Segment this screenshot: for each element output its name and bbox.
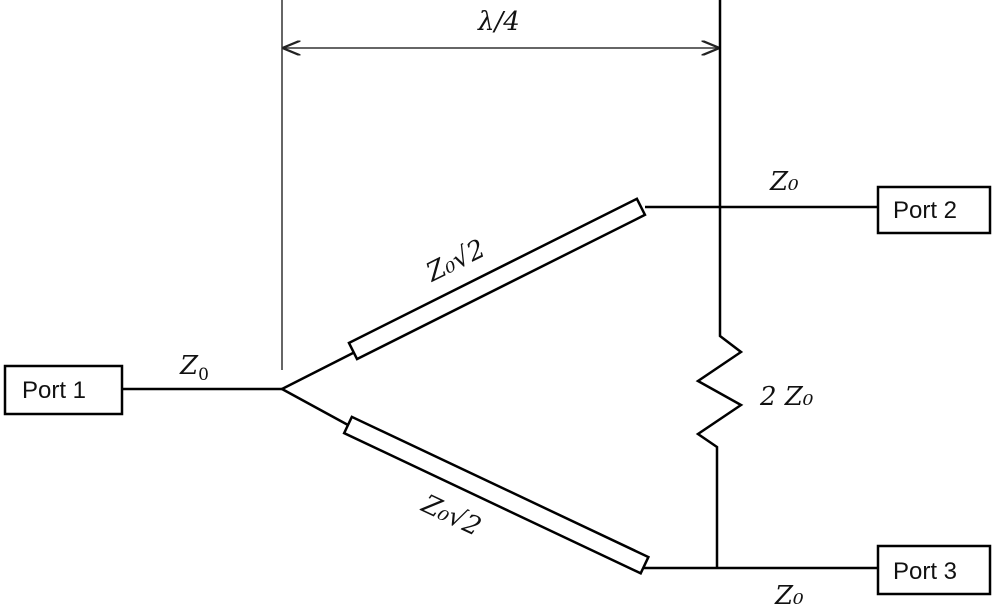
port-3-box: [876, 544, 992, 596]
lower-quarter-wave-line: [342, 415, 651, 575]
input-z0-label: Z0: [179, 351, 209, 385]
lower-stub: [281, 387, 349, 427]
port-2-box: [876, 185, 992, 235]
port-3-label: Port 3: [893, 558, 957, 585]
isolation-resistor: [695, 0, 744, 568]
port-2-z0-label: Z₀: [769, 167, 799, 197]
wavelength-label: λ/4: [477, 7, 520, 37]
resistor-label: 2 Z₀: [759, 382, 814, 412]
port-1-label: Port 1: [22, 377, 86, 404]
lower-branch-label: Z₀√2: [416, 489, 485, 543]
port-2-label: Port 2: [893, 197, 957, 224]
upper-quarter-wave-line: [347, 197, 647, 361]
upper-stub: [281, 351, 354, 391]
port-3-z0-label: Z₀: [774, 581, 804, 611]
